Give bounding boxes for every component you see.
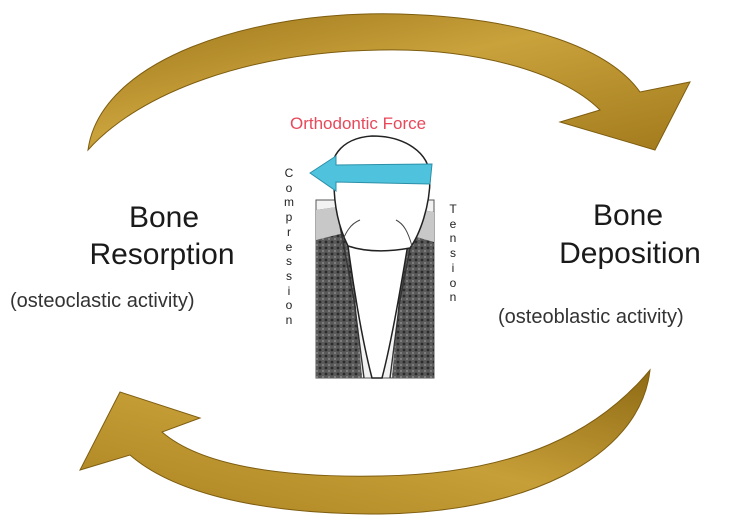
vertical-letter: n (450, 290, 457, 305)
vertical-letter: n (286, 313, 293, 328)
vertical-letter: o (286, 298, 293, 313)
left-title-line2: Resorption (52, 237, 272, 274)
vertical-letter: e (286, 240, 293, 255)
orthodontic-force-label: Orthodontic Force (290, 114, 426, 134)
vertical-letter: o (286, 181, 293, 196)
right-title-line2: Deposition (520, 236, 740, 273)
vertical-letter: n (450, 231, 457, 246)
curved-arrow-left-icon (80, 370, 650, 514)
vertical-letter: r (287, 225, 291, 240)
vertical-letter: T (449, 202, 456, 217)
vertical-letter: i (452, 261, 455, 276)
right-subtitle: (osteoblastic activity) (498, 306, 684, 329)
left-subtitle: (osteoclastic activity) (10, 290, 195, 313)
right-title-line1: Bone (548, 198, 708, 235)
vertical-letter: C (285, 166, 294, 181)
vertical-letter: p (286, 210, 293, 225)
vertical-letter: o (450, 276, 457, 291)
vertical-letter: m (284, 195, 294, 210)
vertical-letter: s (450, 246, 456, 261)
vertical-letter: e (450, 217, 457, 232)
vertical-letter: s (286, 269, 292, 284)
vertical-letter: i (288, 284, 291, 299)
left-title-line1: Bone (84, 200, 244, 237)
vertical-letter: s (286, 254, 292, 269)
